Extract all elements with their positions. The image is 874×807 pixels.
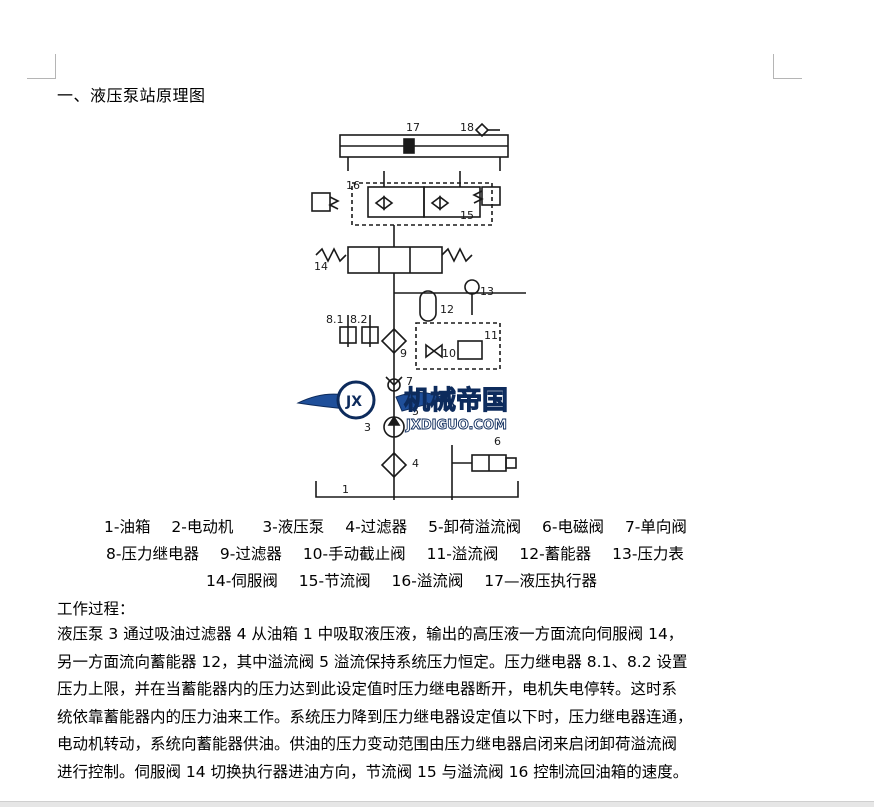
paragraph-line: 液压泵 3 通过吸油过滤器 4 从油箱 1 中吸取液压液，输出的高压液一方面流向… (57, 625, 684, 643)
work-process-title: 工作过程： (57, 600, 135, 618)
hydraulic-schematic-figure: 17 18 16 15 14 13 12 8.1 8.2 9 11 10 7 5… (296, 121, 526, 500)
label-16: 16 (346, 179, 360, 192)
label-9: 9 (400, 347, 407, 360)
legend-item: 15-节流阀 (298, 572, 371, 590)
legend-item: 14-伺服阀 (206, 572, 278, 590)
schematic-labels: 17 18 16 15 14 13 12 8.1 8.2 9 11 10 7 5… (314, 121, 501, 496)
label-3: 3 (364, 421, 371, 434)
legend-item: 13-压力表 (612, 545, 684, 563)
label-5: 5 (412, 405, 419, 418)
legend-line-3: 14-伺服阀 15-节流阀 16-溢流阀 17—液压执行器 (0, 569, 874, 591)
legend-item: 7-单向阀 (624, 518, 687, 536)
label-15: 15 (460, 209, 474, 222)
legend-line-1: 1-油箱 2-电动机 3-液压泵 4-过滤器 5-卸荷溢流阀 6-电磁阀 7-单… (0, 515, 874, 537)
paragraph-line: 另一方面流向蓄能器 12，其中溢流阀 5 溢流保持系统压力恒定。压力继电器 8.… (57, 652, 688, 671)
label-6: 6 (494, 435, 501, 448)
label-10: 10 (442, 347, 456, 360)
page-corner-mark-left (27, 54, 56, 79)
paragraph-line: 压力上限，并在当蓄能器内的压力达到此设定值时压力继电器断开，电机失电停转。这时系 (57, 680, 678, 698)
label-7: 7 (406, 375, 413, 388)
watermark-url-text: JXDIGUO.COM (405, 418, 507, 433)
label-12: 12 (440, 303, 454, 316)
paragraph-line: 统依靠蓄能器内的压力油来工作。系统压力降到压力继电器设定值以下时，压力继电器连通… (57, 707, 693, 726)
schematic-lines (311, 122, 526, 500)
legend-item: 17—液压执行器 (484, 572, 598, 590)
legend-item: 12-蓄能器 (519, 545, 592, 563)
paragraph-line: 进行控制。伺服阀 14 切换执行器进油方向，节流阀 15 与溢流阀 16 控制流… (57, 762, 689, 781)
watermark-logo: JX 机械帝国 JXDIGUO.COM (296, 380, 509, 433)
work-process-paragraph: 液压泵 3 通过吸油过滤器 4 从油箱 1 中吸取液压液，输出的高压液一方面流向… (57, 621, 787, 786)
legend-item: 5-卸荷溢流阀 (428, 518, 522, 536)
label-18: 18 (460, 121, 474, 134)
label-11: 11 (484, 329, 498, 342)
watermark-badge-text: JX (345, 394, 362, 410)
legend-item: 2-电动机 (171, 518, 234, 536)
paragraph-line: 电动机转动，系统向蓄能器供油。供油的压力变动范围由压力继电器启闭来启闭卸荷溢流阀 (57, 735, 678, 753)
label-4: 4 (412, 457, 419, 470)
watermark-cn-text: 机械帝国 (404, 385, 508, 416)
legend-line-2: 8-压力继电器 9-过滤器 10-手动截止阀 11-溢流阀 12-蓄能器 13-… (0, 542, 874, 564)
label-14: 14 (314, 260, 328, 273)
legend-item: 10-手动截止阀 (302, 545, 406, 563)
label-17: 17 (406, 121, 420, 134)
label-8-1: 8.1 (326, 313, 344, 326)
page-corner-mark-right (773, 54, 802, 79)
legend-item: 3-液压泵 (262, 518, 325, 536)
status-bar-edge (0, 801, 874, 807)
legend-item: 1-油箱 (104, 518, 151, 536)
legend-item: 6-电磁阀 (542, 518, 604, 536)
legend-item: 11-溢流阀 (426, 545, 499, 563)
label-13: 13 (480, 285, 494, 298)
legend-item: 16-溢流阀 (391, 572, 464, 590)
section-heading: 一、液压泵站原理图 (57, 86, 206, 105)
legend-item: 8-压力继电器 (106, 545, 199, 563)
legend-item: 9-过滤器 (219, 545, 282, 563)
legend-item: 4-过滤器 (345, 518, 408, 536)
label-8-2: 8.2 (350, 313, 368, 326)
label-1: 1 (342, 483, 349, 496)
